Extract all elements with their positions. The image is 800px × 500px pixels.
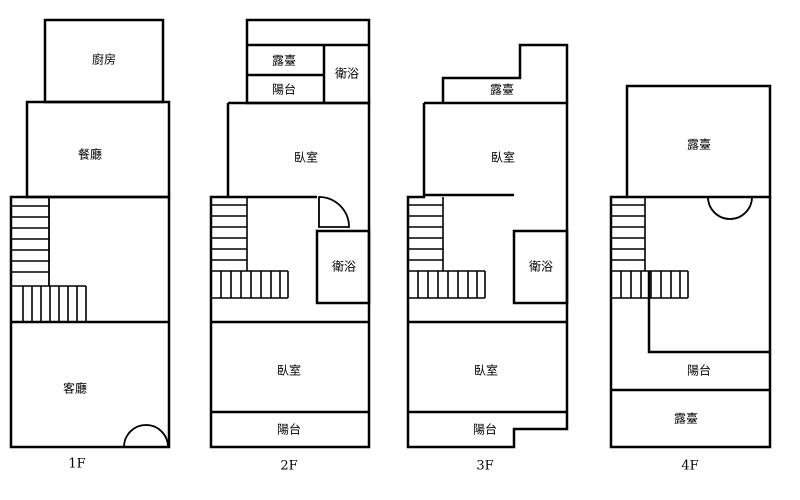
room-label-bedroom-3f: 臥室 xyxy=(474,363,498,378)
floor-label-2f: 2F xyxy=(280,459,297,474)
room-label-terrace-2f: 露臺 xyxy=(272,53,296,68)
wall-3f-top-terrace xyxy=(441,43,569,103)
stairs-4f xyxy=(611,197,689,299)
room-label-bath-2f: 衛浴 xyxy=(332,260,356,274)
room-label-bath-3f: 衛浴 xyxy=(529,260,553,274)
wall-2f-bath xyxy=(315,229,371,305)
room-label-balcony-2f: 陽台 xyxy=(277,422,301,437)
stairs-3f xyxy=(408,197,486,299)
floor-4f: 露臺 陽台 露臺 4F xyxy=(609,84,772,474)
floor-label-4f: 4F xyxy=(681,459,698,474)
floor-3f: 露臺 臥室 衛浴 臥室 陽台 3F xyxy=(406,43,569,474)
wall-4f-terrace-top xyxy=(625,84,772,199)
room-label-bedroom-2f: 臥室 xyxy=(277,363,301,378)
room-label-terrace-bottom-4f: 露臺 xyxy=(674,411,698,426)
wall-3f-main xyxy=(406,101,569,449)
floor-label-1f: 1F xyxy=(68,457,85,472)
wall-2f-top-block xyxy=(245,18,371,105)
wall-3f-bath xyxy=(512,229,569,305)
floor-1f: 廚房 餐廳 客廳 1F xyxy=(9,18,171,472)
room-label-balcony-3f: 陽台 xyxy=(473,422,497,437)
wall-2f-main xyxy=(209,101,371,449)
room-label-balcony-4f: 陽台 xyxy=(687,363,711,378)
room-label-living-1f: 客廳 xyxy=(63,381,87,396)
room-label-terrace-top-4f: 露臺 xyxy=(687,137,711,152)
wall-4f-inner xyxy=(647,271,770,354)
room-label-dining-1f: 餐廳 xyxy=(78,147,102,162)
room-label-kitchen-1f: 廚房 xyxy=(92,52,116,67)
room-label-bedroom-top-3f: 臥室 xyxy=(491,150,515,165)
door-1f xyxy=(123,424,169,448)
stairs-1f xyxy=(11,205,87,322)
floor-label-3f: 3F xyxy=(476,459,493,474)
wall-4f-main xyxy=(609,195,772,449)
door-2f xyxy=(318,196,350,228)
room-label-terrace-3f: 露臺 xyxy=(490,82,514,97)
door-4f xyxy=(707,196,753,220)
room-label-bath-top-2f: 衛浴 xyxy=(335,67,359,81)
room-label-balcony-top-2f: 陽台 xyxy=(272,82,296,97)
floor-2f: 露臺 陽台 衛浴 臥室 衛浴 臥室 陽台 2F xyxy=(209,18,371,474)
stairs-2f xyxy=(211,197,289,299)
room-label-bedroom-top-2f: 臥室 xyxy=(294,150,318,165)
